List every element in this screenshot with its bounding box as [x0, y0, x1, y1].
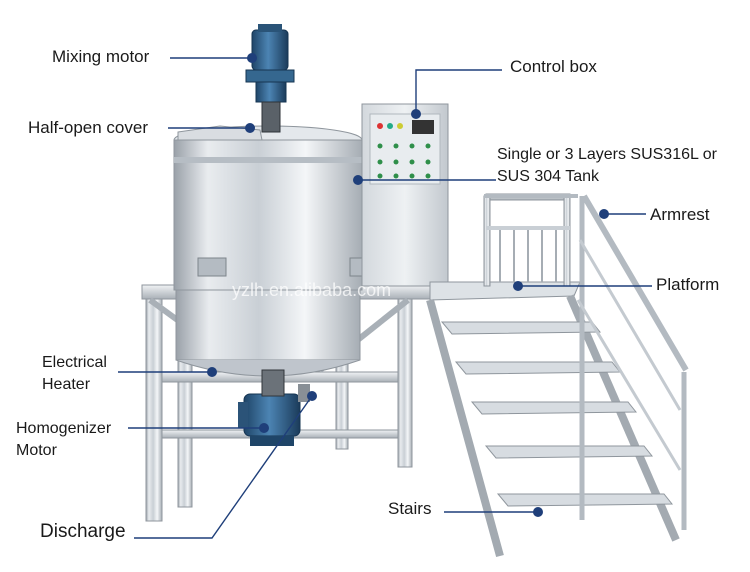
label-control-box: Control box	[510, 57, 597, 76]
dot-stairs	[533, 507, 543, 517]
dot-half-open-cover	[245, 123, 255, 133]
dot-electrical-heater	[207, 367, 217, 377]
control-box-illustration	[361, 103, 449, 287]
label-electrical-heater-line2: Heater	[42, 376, 91, 393]
label-tank-line1: Single or 3 Layers SUS316L or	[497, 146, 717, 163]
label-homogenizer-motor-line2: Motor	[16, 442, 57, 459]
dot-homogenizer-motor	[259, 423, 269, 433]
leader-lines	[118, 57, 652, 539]
label-platform: Platform	[656, 275, 720, 294]
label-homogenizer-motor-line1: Homogenizer	[16, 420, 112, 437]
homogenizer-motor-illustration	[238, 369, 310, 446]
leader-control-box	[415, 69, 502, 114]
label-discharge: Discharge	[40, 521, 126, 542]
label-mixing-motor: Mixing motor	[52, 47, 150, 66]
stairs-illustration	[426, 194, 689, 558]
label-electrical-heater-line1: Electrical	[42, 354, 107, 371]
label-armrest: Armrest	[650, 205, 710, 224]
tank-body	[173, 125, 373, 377]
label-homogenizer-motor: Homogenizer Motor	[16, 418, 111, 462]
dot-platform	[513, 281, 523, 291]
label-tank: Single or 3 Layers SUS316L or SUS 304 Ta…	[497, 144, 717, 188]
mixing-motor-illustration	[245, 24, 295, 133]
callout-dots	[207, 53, 609, 517]
platform-illustration	[429, 193, 581, 301]
label-tank-line2: SUS 304 Tank	[497, 168, 599, 185]
label-half-open-cover: Half-open cover	[28, 118, 149, 137]
dot-control-box	[411, 109, 421, 119]
dot-armrest	[599, 209, 609, 219]
dot-tank	[353, 175, 363, 185]
label-electrical-heater: Electrical Heater	[42, 352, 107, 396]
dot-mixing-motor	[247, 53, 257, 63]
watermark: yzlh.en.alibaba.com	[232, 280, 391, 300]
dot-discharge	[307, 391, 317, 401]
leader-discharge	[134, 395, 313, 539]
label-stairs: Stairs	[388, 499, 432, 518]
